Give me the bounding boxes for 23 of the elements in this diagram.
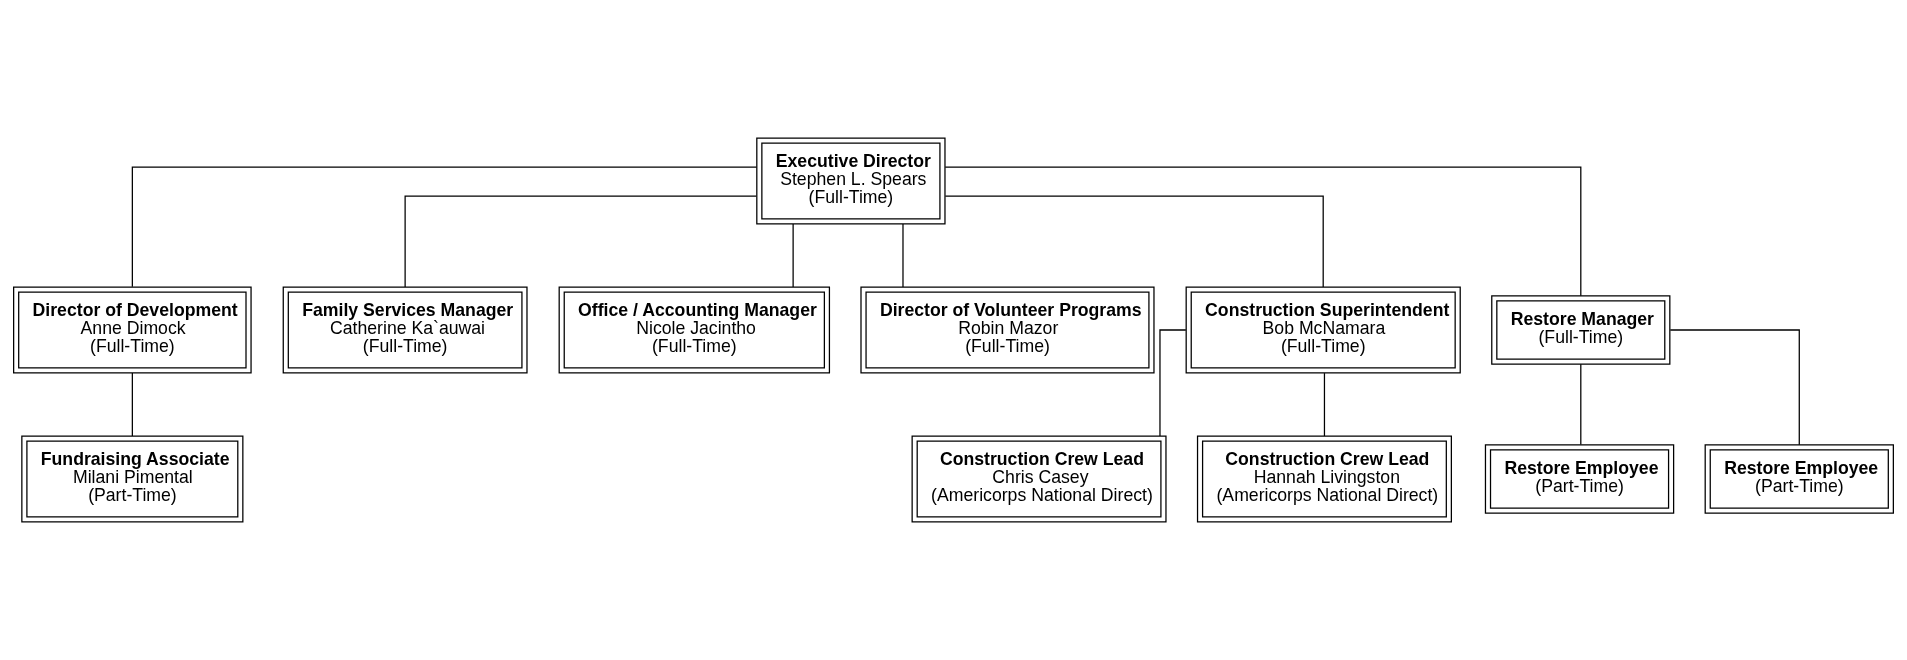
node-box: Family Services Manager Catherine Ka`auwai (Full-Time) <box>282 286 528 374</box>
node-box: Restore Employee (Part-Time) <box>1704 444 1894 514</box>
node-box: Restore Employee (Part-Time) <box>1484 444 1675 514</box>
node-box: Director of Development Anne Dimock (Full-Time) <box>13 286 252 374</box>
node-box: Office / Accounting Manager Nicole Jacintho (Full-Time) <box>558 286 831 374</box>
connector <box>944 166 1582 297</box>
connector <box>902 223 904 288</box>
connector <box>792 223 794 288</box>
node-box: Construction Crew Lead Hannah Livingston (Americorps National Direct) <box>1196 435 1452 523</box>
connector <box>1159 329 1187 437</box>
connector <box>131 166 758 288</box>
connector <box>404 195 757 288</box>
connector <box>131 372 133 437</box>
node-box: Restore Manager (Full-Time) <box>1491 295 1671 365</box>
connector <box>1323 372 1326 437</box>
connector <box>1669 329 1800 446</box>
connector <box>944 195 1324 288</box>
node-box: Fundraising Associate Milani Pimental (Part-Time) <box>21 435 244 523</box>
node-box: Executive Director Stephen L. Spears (Full-Time) <box>756 137 946 225</box>
node-box: Construction Superintendent Bob McNamara (Full-Time) <box>1185 286 1461 374</box>
connector <box>1580 363 1582 446</box>
node-box: Director of Volunteer Programs Robin Mazor (Full-Time) <box>860 286 1155 374</box>
node-box: Construction Crew Lead Chris Casey (Americorps National Direct) <box>911 435 1167 523</box>
